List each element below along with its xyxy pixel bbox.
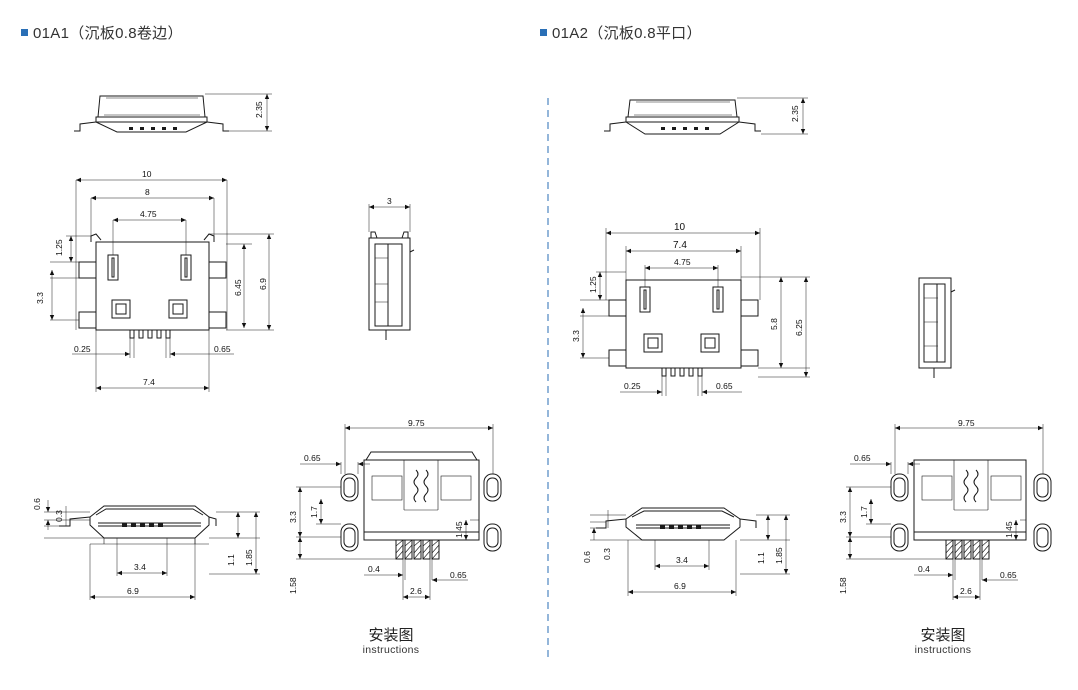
dim-label: 0.3 [602, 548, 612, 560]
dim-label: 0.65 [450, 570, 467, 580]
install-caption-2: 安装图 instructions [914, 627, 972, 656]
dim-label: 3.4 [134, 562, 146, 572]
dim-label: 4.75 [140, 209, 157, 219]
dim-label: 1.7 [859, 506, 869, 518]
v2-profile-view [918, 277, 956, 378]
dim-label: 0.65 [304, 453, 321, 463]
dim-label: 10 [142, 169, 152, 179]
dim-label: 1.45 [454, 521, 464, 538]
dim-label: 1.7 [309, 506, 319, 518]
dim-label: 3.3 [571, 330, 581, 342]
dim-label: 2.35 [254, 101, 264, 118]
dim-label: 1.58 [838, 577, 848, 594]
dim-label: 0.4 [918, 564, 930, 574]
dim-label: 0.3 [54, 510, 64, 522]
v1-side-view: 2.35 [74, 93, 272, 133]
v2-side-view: 2.35 [604, 97, 808, 135]
variant-2-title: 01A2（沉板0.8平口） [540, 22, 702, 43]
bullet-square-icon [21, 29, 28, 36]
dim-label: 6.9 [674, 581, 686, 591]
dim-label: 1.25 [588, 276, 598, 293]
dim-label: 2.6 [960, 586, 972, 596]
dim-label: 0.6 [32, 498, 42, 510]
bullet-square-icon [540, 29, 547, 36]
v2-plan-view: 10 7.4 4.75 5.8 6.25 1.25 3.3 0.25 0.65 [571, 222, 810, 396]
dim-label: 6.9 [127, 586, 139, 596]
dim-label: 1.1 [756, 552, 766, 564]
v1-footprint: 9.75 0.65 3.3 1.7 1.58 1.45 0.4 0.65 2.6 [288, 418, 502, 600]
v1-front-view: 0.6 0.3 3.4 6.9 1.1 1.85 [32, 498, 260, 600]
dim-label: 0.25 [624, 381, 641, 391]
dim-label: 3.3 [35, 292, 45, 304]
dim-label: 7.4 [673, 240, 687, 251]
dim-label: 7.4 [143, 377, 155, 387]
dim-label: 1.85 [774, 547, 784, 564]
dim-label: 9.75 [958, 418, 975, 428]
dim-label: 0.65 [716, 381, 733, 391]
dim-label: 1.85 [244, 549, 254, 566]
dim-label: 2.6 [410, 586, 422, 596]
dim-label: 6.45 [233, 279, 243, 296]
dim-label: 6.25 [794, 319, 804, 336]
dim-label: 8 [145, 187, 150, 197]
v2-footprint: 9.75 0.65 3.3 1.7 1.58 1.45 0.4 0.65 2.6 [838, 418, 1052, 600]
dim-label: 1.58 [288, 577, 298, 594]
dim-label: 3.4 [676, 555, 688, 565]
dim-label: 6.9 [258, 278, 268, 290]
dim-label: 3.3 [838, 511, 848, 523]
v1-profile-view: 3 [368, 196, 415, 340]
dim-label: 3.3 [288, 511, 298, 523]
dim-label: 5.8 [769, 318, 779, 330]
dim-label: 9.75 [408, 418, 425, 428]
install-caption-1: 安装图 instructions [362, 627, 420, 656]
dim-label: 1.25 [54, 239, 64, 256]
dim-label: 0.4 [368, 564, 380, 574]
dim-label: 1.45 [1004, 521, 1014, 538]
dim-label: 0.65 [854, 453, 871, 463]
dim-label: 0.6 [582, 551, 592, 563]
variant-1-title: 01A1（沉板0.8卷边） [21, 22, 183, 43]
v2-front-view: 0.6 0.3 3.4 6.9 1.1 1.85 [582, 507, 790, 596]
dim-label: 0.65 [214, 344, 231, 354]
v1-plan-view: 10 8 4.75 6.9 6.45 1.25 3.3 0.25 0.65 [35, 169, 274, 392]
dim-label: 4.75 [674, 257, 691, 267]
dim-label: 2.35 [790, 105, 800, 122]
dim-label: 1.1 [226, 554, 236, 566]
dim-label: 0.65 [1000, 570, 1017, 580]
dim-label: 10 [674, 222, 686, 233]
dim-label: 0.25 [74, 344, 91, 354]
dim-label: 3 [387, 196, 392, 206]
